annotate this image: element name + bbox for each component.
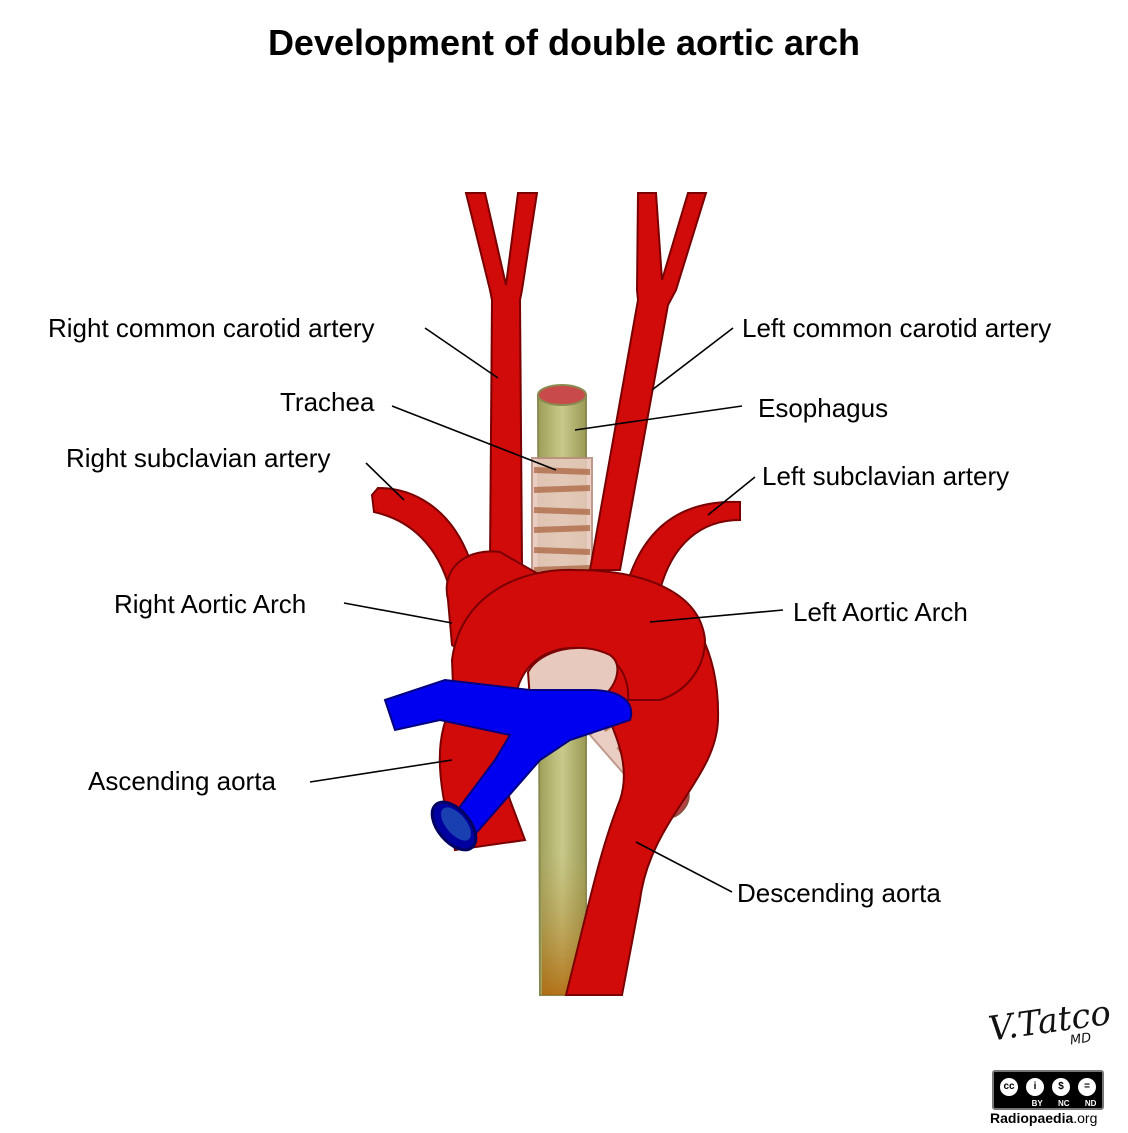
- by-icon: i: [1024, 1076, 1046, 1098]
- label-esophagus: Esophagus: [758, 393, 889, 423]
- label-right-subclavian-artery: Right subclavian artery: [66, 443, 331, 473]
- cc-term-nc: NC: [1058, 1099, 1070, 1108]
- author-credit: V.Tatco MD cc i $ = BY NC ND Radiopaedia…: [986, 993, 1116, 1128]
- creative-commons-badge: cc i $ = BY NC ND: [992, 1070, 1104, 1110]
- left-subclavian-artery: [628, 500, 741, 592]
- author-signature-suffix: MD: [1069, 1030, 1093, 1049]
- label-right-common-carotid-artery: Right common carotid artery: [48, 313, 375, 343]
- label-trachea: Trachea: [280, 387, 375, 417]
- label-descending-aorta: Descending aorta: [737, 878, 941, 908]
- site-name: Radiopaedia: [990, 1110, 1074, 1126]
- cc-icon: cc: [998, 1076, 1020, 1098]
- cc-terms: BY NC ND: [1024, 1099, 1104, 1108]
- label-left-common-carotid-artery: Left common carotid artery: [742, 313, 1052, 343]
- label-left-aortic-arch: Left Aortic Arch: [793, 597, 968, 627]
- label-left-subclavian-artery: Left subclavian artery: [762, 461, 1010, 491]
- cc-term-nd: ND: [1084, 1099, 1097, 1108]
- left-common-carotid-artery: [588, 192, 708, 571]
- blue-vein: [383, 678, 633, 852]
- radiopaedia-credit: Radiopaedia.org: [990, 1110, 1097, 1126]
- nc-icon: $: [1050, 1076, 1072, 1098]
- diagram-title: Development of double aortic arch: [267, 22, 861, 63]
- leader-lines: [309, 327, 784, 893]
- label-right-aortic-arch: Right Aortic Arch: [114, 589, 307, 619]
- nd-icon: =: [1076, 1076, 1098, 1098]
- site-domain: .org: [1073, 1110, 1098, 1126]
- label-ascending-aorta: Ascending aorta: [88, 766, 276, 796]
- right-common-carotid-artery: [464, 192, 539, 566]
- cc-term-by: BY: [1031, 1099, 1043, 1108]
